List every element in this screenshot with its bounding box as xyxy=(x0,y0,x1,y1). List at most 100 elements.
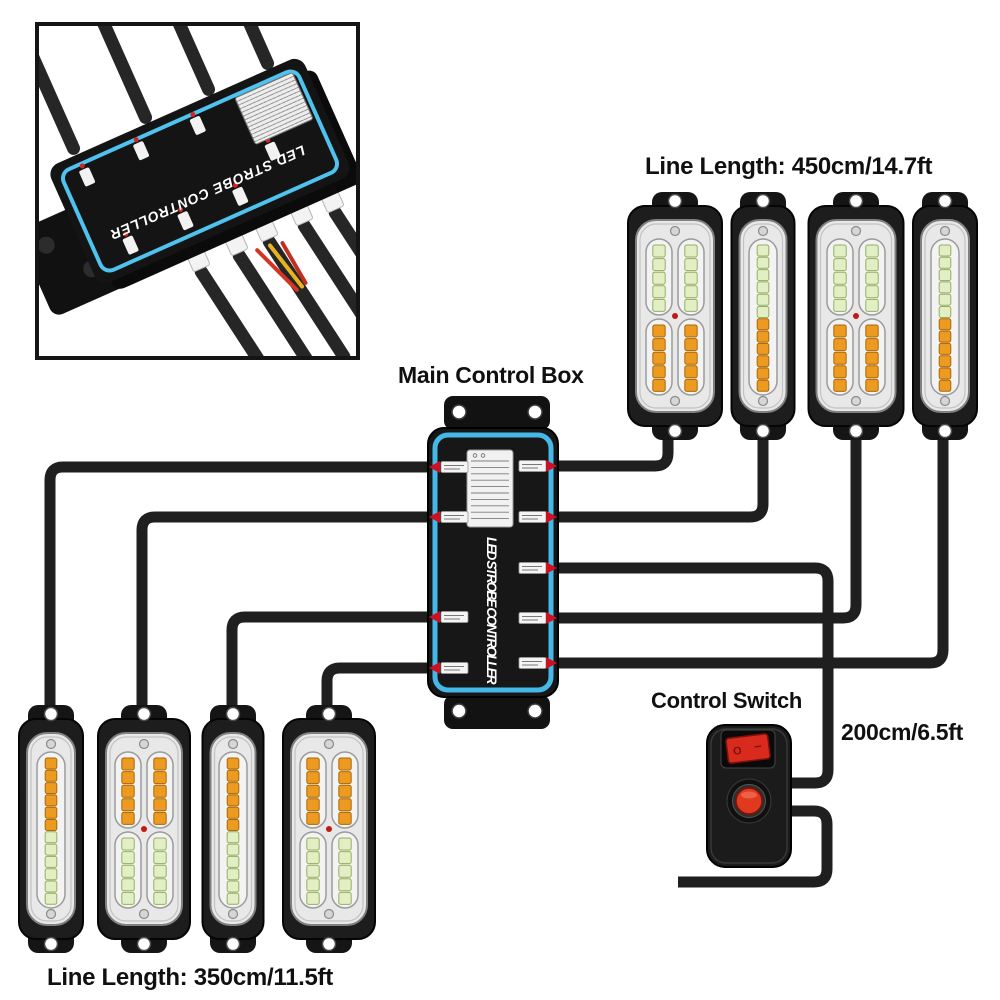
white-led xyxy=(44,868,58,881)
screw xyxy=(669,395,681,407)
rocker-switch: O− xyxy=(725,733,771,764)
screw xyxy=(323,738,335,750)
white-led xyxy=(756,293,770,306)
white-led xyxy=(226,892,240,905)
arrow-right-icon xyxy=(546,562,557,574)
white-led xyxy=(938,306,952,318)
spec-label xyxy=(466,449,514,528)
amber-led xyxy=(938,318,952,331)
white-led xyxy=(865,285,879,299)
amber-led xyxy=(338,798,352,812)
led-module-top-right-3 xyxy=(807,192,905,440)
white-led xyxy=(306,878,320,892)
white-led xyxy=(338,864,352,878)
amber-led xyxy=(153,811,167,825)
mount-hole xyxy=(451,404,467,420)
cable-output-4 xyxy=(558,426,949,669)
white-led xyxy=(756,244,770,257)
amber-led xyxy=(756,379,770,392)
white-led xyxy=(652,298,666,312)
white-led xyxy=(226,880,240,893)
main-control-box: LED STROBE CONTROLLER xyxy=(427,396,559,729)
white-led xyxy=(44,855,58,868)
cable-input-3 xyxy=(226,611,428,716)
mount-hole xyxy=(755,193,771,209)
amber-led xyxy=(153,757,167,771)
mount-hole xyxy=(225,936,241,952)
white-led xyxy=(756,256,770,269)
screw xyxy=(850,225,862,237)
cable xyxy=(39,26,83,157)
white-led xyxy=(338,878,352,892)
white-led xyxy=(226,868,240,881)
amber-led xyxy=(865,351,879,365)
amber-led xyxy=(833,324,847,338)
amber-led xyxy=(684,324,698,338)
white-led xyxy=(44,880,58,893)
white-led xyxy=(226,855,240,868)
amber-led xyxy=(833,378,847,392)
white-led xyxy=(756,269,770,282)
screw xyxy=(939,395,951,407)
amber-led xyxy=(865,324,879,338)
arrow-left-icon xyxy=(429,662,440,674)
cable-switch xyxy=(558,562,834,789)
amber-led xyxy=(652,378,666,392)
amber-led xyxy=(338,771,352,785)
screw xyxy=(757,225,769,237)
amber-led xyxy=(684,338,698,352)
center-marker xyxy=(141,826,147,832)
arrow-right-icon xyxy=(546,657,557,669)
amber-led xyxy=(226,757,240,770)
mount-hole xyxy=(937,423,953,439)
amber-led xyxy=(865,338,879,352)
cyan-outline xyxy=(432,432,554,693)
white-led xyxy=(833,271,847,285)
amber-led xyxy=(121,757,135,771)
mount-hole xyxy=(937,193,953,209)
white-led xyxy=(865,298,879,312)
screw xyxy=(227,908,239,920)
rocker-on-symbol: − xyxy=(753,738,763,754)
arrow-right-icon xyxy=(546,612,557,624)
amber-led xyxy=(338,811,352,825)
cable-input-2 xyxy=(136,511,428,716)
led-module-bottom-left-1 xyxy=(18,705,84,953)
amber-led xyxy=(684,378,698,392)
amber-led xyxy=(756,318,770,331)
amber-led xyxy=(684,351,698,365)
white-led xyxy=(833,244,847,258)
white-led xyxy=(153,878,167,892)
led-module-bottom-left-2 xyxy=(97,705,191,953)
white-led xyxy=(121,891,135,905)
port-input-1 xyxy=(429,461,469,473)
white-led xyxy=(938,281,952,294)
port-output-3 xyxy=(518,612,557,624)
white-led xyxy=(684,244,698,258)
amber-led xyxy=(756,367,770,380)
amber-led xyxy=(121,811,135,825)
line-length-bottom-left-label: Line Length: 350cm/11.5ft xyxy=(47,964,333,991)
amber-led xyxy=(338,784,352,798)
cable-output-1 xyxy=(558,426,674,472)
amber-led xyxy=(44,819,58,831)
amber-led xyxy=(865,365,879,379)
white-led xyxy=(338,891,352,905)
cable-output-3 xyxy=(558,426,862,624)
amber-led xyxy=(44,794,58,807)
white-led xyxy=(121,837,135,851)
amber-led xyxy=(44,782,58,795)
screw xyxy=(323,908,335,920)
amber-led xyxy=(306,811,320,825)
amber-led xyxy=(44,806,58,819)
arrow-right-icon xyxy=(546,511,557,523)
port-input-3 xyxy=(429,611,469,623)
arrow-left-icon xyxy=(429,511,440,523)
main-control-box-label: Main Control Box xyxy=(398,362,584,388)
amber-led xyxy=(938,342,952,355)
port-input-4 xyxy=(429,662,469,674)
amber-led xyxy=(226,806,240,819)
screw xyxy=(227,738,239,750)
port-output-2 xyxy=(518,511,557,523)
white-led xyxy=(44,831,58,844)
